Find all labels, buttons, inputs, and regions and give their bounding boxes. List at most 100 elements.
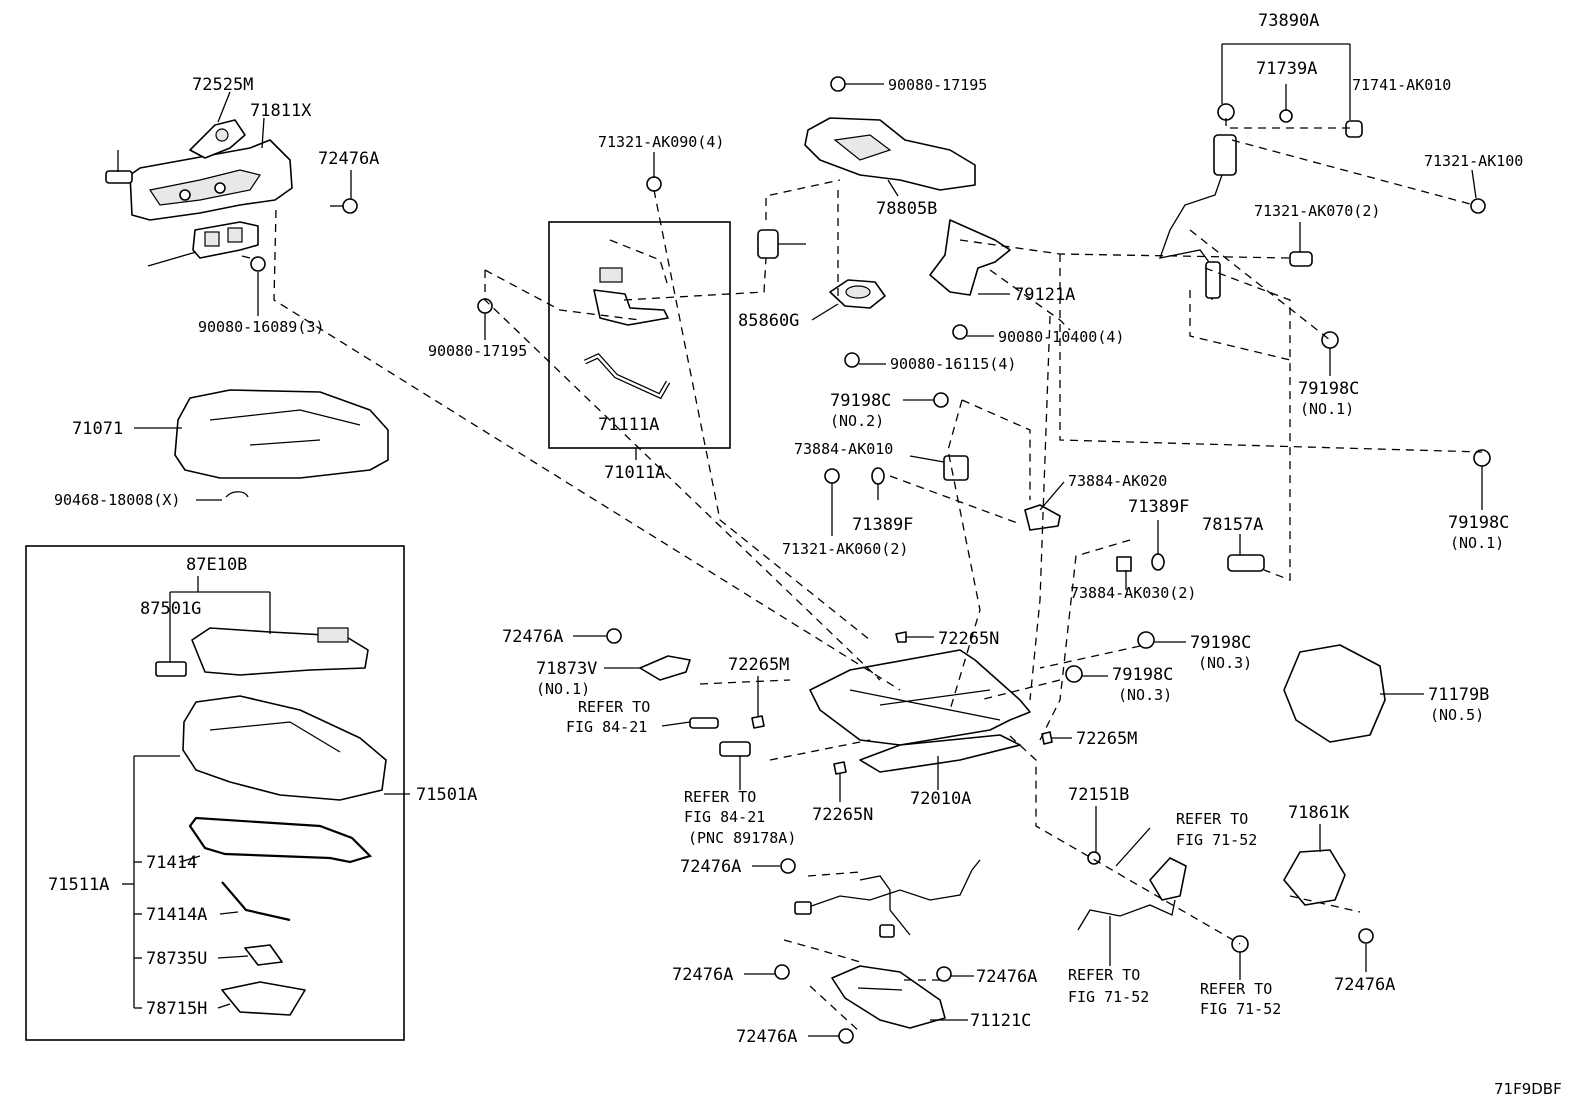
wire-frame-71414 — [188, 816, 373, 864]
bracket-71121c — [831, 965, 946, 1029]
washer-71389f-right — [1151, 553, 1165, 571]
label-71321-ak100: 71321-AK100 — [1424, 152, 1523, 170]
screw-72476a-top — [330, 198, 358, 214]
bolt-71321-ak090 — [646, 176, 662, 192]
dashed-guides — [273, 118, 1483, 1033]
label-71321-ak060: 71321-AK060(2) — [782, 540, 908, 558]
washer-71389f-mid — [871, 467, 885, 485]
label-71741-ak010: 71741-AK010 — [1352, 76, 1451, 94]
sensor-plug — [757, 229, 806, 259]
label-73884-ak030: 73884-AK030(2) — [1070, 584, 1196, 602]
pad-78735u — [244, 944, 283, 966]
screw-72476a-mid — [780, 858, 796, 874]
label-78805b: 78805B — [876, 199, 937, 219]
seat-bracket-71811x — [129, 139, 293, 221]
label-73884-ak010: 73884-AK010 — [794, 440, 893, 458]
label-71501a: 71501A — [416, 785, 477, 805]
sensor-refer-84-21 — [719, 741, 751, 757]
label-refer-71-52-b-1: REFER TO — [1068, 966, 1140, 984]
bolt-90080-10400 — [952, 324, 968, 340]
label-90080-17195-left: 90080-17195 — [428, 342, 527, 360]
footer-code: 71F9DBF — [1494, 1080, 1562, 1098]
link-71873v — [639, 655, 691, 681]
label-refer-84-21-b-1: REFER TO — [684, 788, 756, 806]
buckle-refer-71-52 — [1149, 857, 1187, 901]
label-71179b: 71179B — [1428, 685, 1489, 705]
label-71873v: 71873V — [536, 659, 597, 679]
label-72265n-bottom: 72265N — [812, 805, 873, 825]
label-72476a-b1: 72476A — [672, 965, 733, 985]
label-90080-10400: 90080-10400(4) — [998, 328, 1124, 346]
clip-72265n-bottom — [833, 761, 847, 775]
label-71861k: 71861K — [1288, 803, 1350, 823]
screw-72476a-b2 — [936, 966, 952, 982]
label-79198c-no3-a: 79198C — [1190, 633, 1251, 653]
label-79121a: 79121A — [1014, 285, 1075, 305]
label-71873v-note: (NO.1) — [536, 680, 590, 698]
clip-72265m-left — [751, 715, 765, 729]
label-refer-84-21-b-3: (PNC 89178A) — [688, 829, 796, 847]
label-90468-18008: 90468-18008(X) — [54, 491, 180, 509]
cover-71179b — [1283, 644, 1386, 743]
cable-73890a — [1159, 103, 1237, 301]
nut-79198c-no3-a — [1137, 631, 1155, 649]
label-72476a-top: 72476A — [318, 149, 379, 169]
pad-78715h — [221, 981, 306, 1016]
clip-part-left — [105, 170, 133, 184]
clip-72265n-top — [895, 631, 907, 643]
cushion-assembly-inset-box — [25, 545, 405, 1041]
label-79198c-no1-b: 79198C — [1448, 513, 1509, 533]
label-73890a: 73890A — [1258, 11, 1319, 31]
bracket-79121a — [929, 219, 1011, 296]
label-71414: 71414 — [146, 853, 197, 873]
label-72010a: 72010A — [910, 789, 971, 809]
label-79198c-no1-b-note: (NO.1) — [1450, 534, 1504, 552]
label-71389f-mid: 71389F — [852, 515, 913, 535]
label-79198c-no1-a: 79198C — [1298, 379, 1359, 399]
screw-72476a-br — [1358, 928, 1374, 944]
label-79198c-no3-b-note: (NO.3) — [1118, 686, 1172, 704]
label-71811x: 71811X — [250, 101, 312, 121]
label-72265m-right: 72265M — [1076, 729, 1137, 749]
label-71071: 71071 — [72, 419, 123, 439]
label-71011a: 71011A — [604, 463, 665, 483]
label-71321-ak070: 71321-AK070(2) — [1254, 202, 1380, 220]
label-87e10b: 87E10B — [186, 555, 247, 575]
label-71511a: 71511A — [48, 875, 109, 895]
label-78735u: 78735U — [146, 949, 207, 969]
label-72265n-top: 72265N — [938, 629, 999, 649]
sensor-87501g — [155, 661, 187, 677]
wire-harness-center — [794, 859, 981, 938]
label-90080-16115: 90080-16115(4) — [890, 355, 1016, 373]
nut-79198c-no2 — [933, 392, 949, 408]
nut-90080-17195-top — [830, 76, 846, 92]
cap-71739a — [1279, 109, 1293, 123]
nut-90080-17195-left — [477, 298, 493, 314]
label-73884-ak020: 73884-AK020 — [1068, 472, 1167, 490]
clip-73884-ak010 — [943, 455, 969, 481]
label-refer-71-52-c-1: REFER TO — [1200, 980, 1272, 998]
bolt-refer-84-21 — [689, 717, 719, 729]
nut-79198c-no1-a — [1321, 331, 1339, 349]
label-90080-17195-top: 90080-17195 — [888, 76, 987, 94]
label-71111a: 71111A — [598, 415, 659, 435]
label-71389f-right: 71389F — [1128, 497, 1189, 517]
sensor-85860g — [829, 279, 886, 309]
clip-90468-18008 — [225, 491, 249, 498]
pan-78805b — [804, 117, 976, 191]
label-79198c-no3-b: 79198C — [1112, 665, 1173, 685]
label-refer-84-21-a-1: REFER TO — [578, 698, 650, 716]
knob-72525m — [189, 119, 246, 159]
heater-87e10b — [191, 627, 369, 676]
label-72476a-mid: 72476A — [680, 857, 741, 877]
label-refer-84-21-a-2: FIG 84-21 — [566, 718, 647, 736]
label-refer-71-52-a-2: FIG 71-52 — [1176, 831, 1257, 849]
label-72476a-b2: 72476A — [976, 967, 1037, 987]
label-71321-ak090: 71321-AK090(4) — [598, 133, 724, 151]
label-71739a: 71739A — [1256, 59, 1317, 79]
label-refer-84-21-b-2: FIG 84-21 — [684, 808, 765, 826]
wire-71111a — [583, 352, 671, 400]
bolt-90080-16115 — [844, 352, 860, 368]
seat-track-72010a — [809, 649, 1031, 773]
